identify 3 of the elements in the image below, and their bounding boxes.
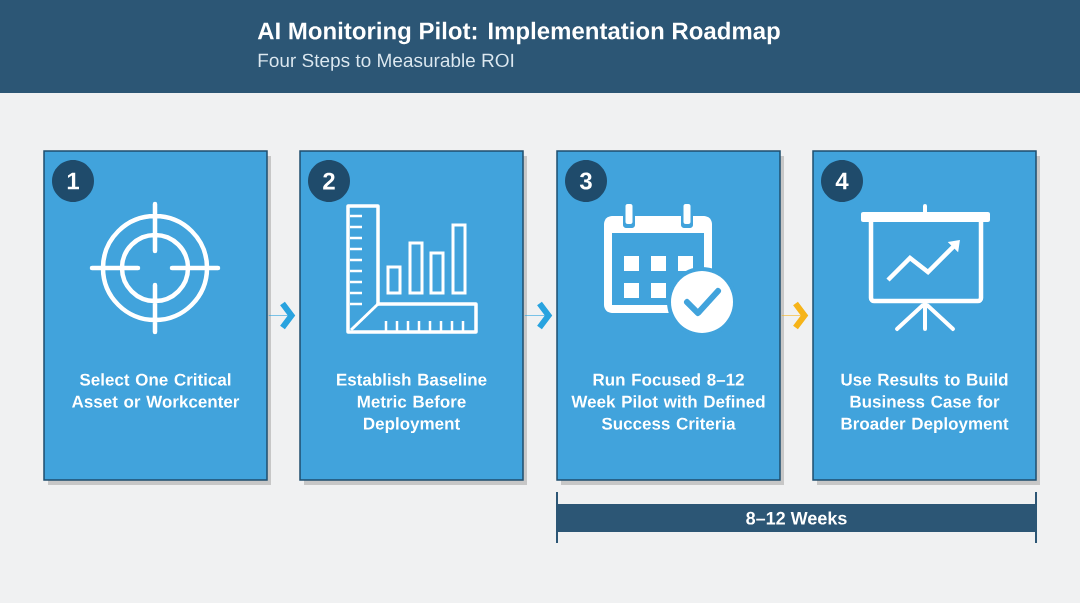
subtitle: Four Steps to Measurable ROI	[258, 53, 514, 71]
title: AI Monitoring Pilot: Implementation Roadmap	[257, 21, 780, 45]
duration-band: 8–12 Weeks	[557, 504, 1036, 532]
